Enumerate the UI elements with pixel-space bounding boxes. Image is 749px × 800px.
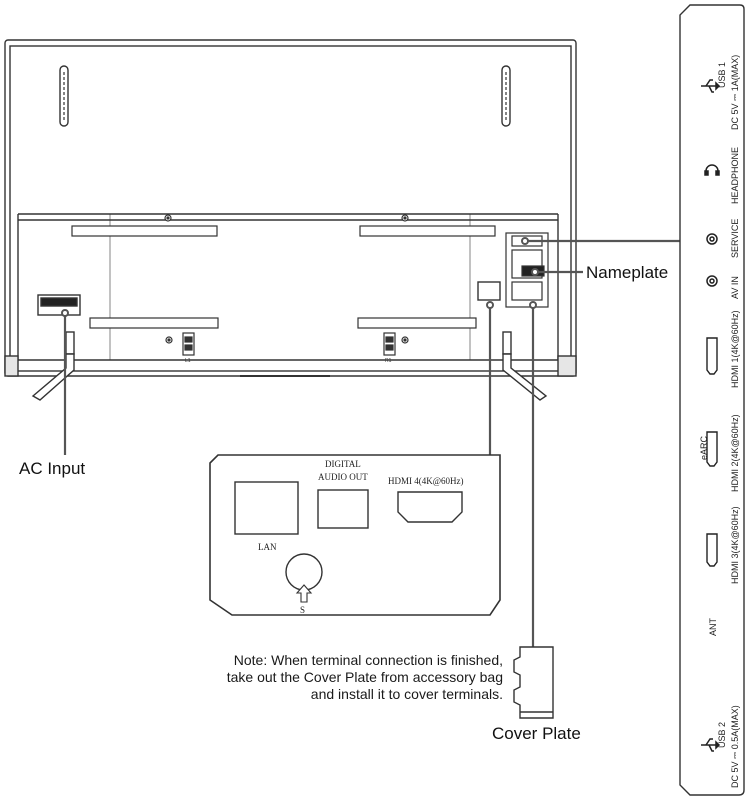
lan-label: LAN bbox=[258, 542, 277, 552]
stand-mount-right bbox=[383, 332, 396, 356]
hdmi3-label: HDMI 3(4K@60Hz) bbox=[730, 506, 740, 584]
vent-slots bbox=[71, 225, 496, 329]
service-jack-icon bbox=[706, 233, 718, 245]
digital-audio-label-2: AUDIO OUT bbox=[318, 472, 368, 482]
installation-note: Note: When terminal connection is finish… bbox=[143, 652, 503, 703]
usb1-spec: DC 5V ⎓ 1A(MAX) bbox=[730, 55, 740, 130]
note-line-3: and install it to cover terminals. bbox=[310, 686, 503, 702]
stand-mount-left bbox=[182, 332, 195, 356]
av-in-jack-icon bbox=[706, 275, 718, 287]
ac-input-port bbox=[37, 294, 81, 316]
cover-plate-drawing bbox=[513, 646, 554, 719]
screw-holes bbox=[164, 214, 409, 344]
hdmi1-label: HDMI 1(4K@60Hz) bbox=[730, 310, 740, 388]
side-panel-labels: USB 1 DC 5V ⎓ 1A(MAX) HEADPHONE SERVICE … bbox=[699, 55, 740, 788]
nameplate-label: Nameplate bbox=[586, 263, 669, 282]
rear-handle-right bbox=[501, 65, 511, 127]
digital-audio-label-1: DIGITAL bbox=[325, 459, 361, 469]
usb1-label: USB 1 bbox=[717, 62, 727, 88]
arrow-up-icon bbox=[295, 584, 313, 603]
hdmi-port-icons bbox=[706, 337, 718, 567]
hdmi4-label: HDMI 4(4K@60Hz) bbox=[388, 476, 464, 486]
note-line-1: Note: When terminal connection is finish… bbox=[233, 652, 503, 668]
note-line-2: take out the Cover Plate from accessory … bbox=[226, 669, 503, 685]
usb-icon-top bbox=[701, 79, 721, 93]
usb2-label: USB 2 bbox=[717, 722, 727, 748]
leader-lines bbox=[63, 239, 690, 647]
side-terminal-panel bbox=[679, 4, 745, 796]
stand-mark-right: R1 bbox=[385, 358, 392, 364]
headphone-icon bbox=[704, 164, 720, 176]
stand-mark-left: L1 bbox=[185, 358, 191, 364]
hdmi4-port bbox=[397, 491, 463, 523]
leader-dots bbox=[61, 237, 539, 317]
rear-handle-left bbox=[59, 65, 69, 127]
ac-input-label: AC Input bbox=[19, 459, 86, 478]
stand-leg-left bbox=[31, 331, 75, 401]
screw-mark: S bbox=[300, 605, 305, 615]
digital-audio-out-port bbox=[317, 489, 369, 529]
stand-leg-right bbox=[502, 331, 548, 401]
ant-label: ANT bbox=[708, 617, 718, 636]
rear-port-block bbox=[477, 281, 501, 301]
av-in-label: AV IN bbox=[730, 276, 740, 299]
headphone-label: HEADPHONE bbox=[730, 147, 740, 204]
usb2-spec: DC 5V ⎓ 0.5A(MAX) bbox=[730, 705, 740, 788]
usb-icon-bottom bbox=[701, 738, 721, 752]
lan-port bbox=[234, 481, 299, 535]
inset-terminal-panel: LAN DIGITAL AUDIO OUT HDMI 4(4K@60Hz) S bbox=[209, 454, 501, 616]
hdmi2-label: HDMI 2(4K@60Hz) bbox=[730, 414, 740, 492]
service-label: SERVICE bbox=[730, 219, 740, 258]
tv-back-body bbox=[4, 39, 577, 377]
cover-plate-label: Cover Plate bbox=[492, 724, 581, 743]
earc-label: eARC bbox=[699, 435, 709, 460]
